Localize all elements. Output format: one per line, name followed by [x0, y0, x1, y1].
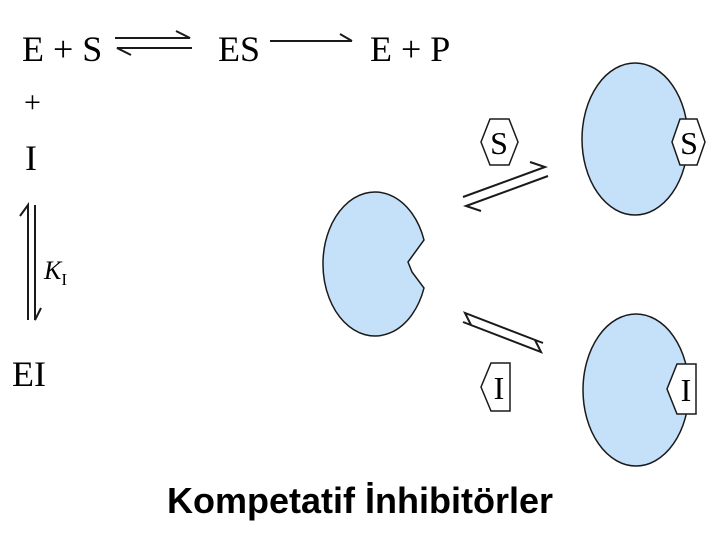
free-enzyme-shape [323, 192, 424, 336]
bound-inhibitor-label: I [681, 372, 692, 408]
equilibrium-arrow-es [115, 31, 192, 55]
slide-caption: Kompetatif İnhibitörler [0, 480, 720, 522]
equilibrium-arrow-inhibitor-binding [463, 313, 543, 352]
equilibrium-arrow-substrate-binding [463, 162, 548, 211]
bound-substrate-label: S [680, 125, 698, 161]
enzyme-substrate-complex-enzyme [582, 63, 688, 215]
forward-arrow-product [270, 34, 352, 41]
equilibrium-arrow-ei [20, 205, 41, 320]
free-inhibitor-label: I [494, 370, 505, 406]
free-substrate-label: S [490, 125, 508, 161]
